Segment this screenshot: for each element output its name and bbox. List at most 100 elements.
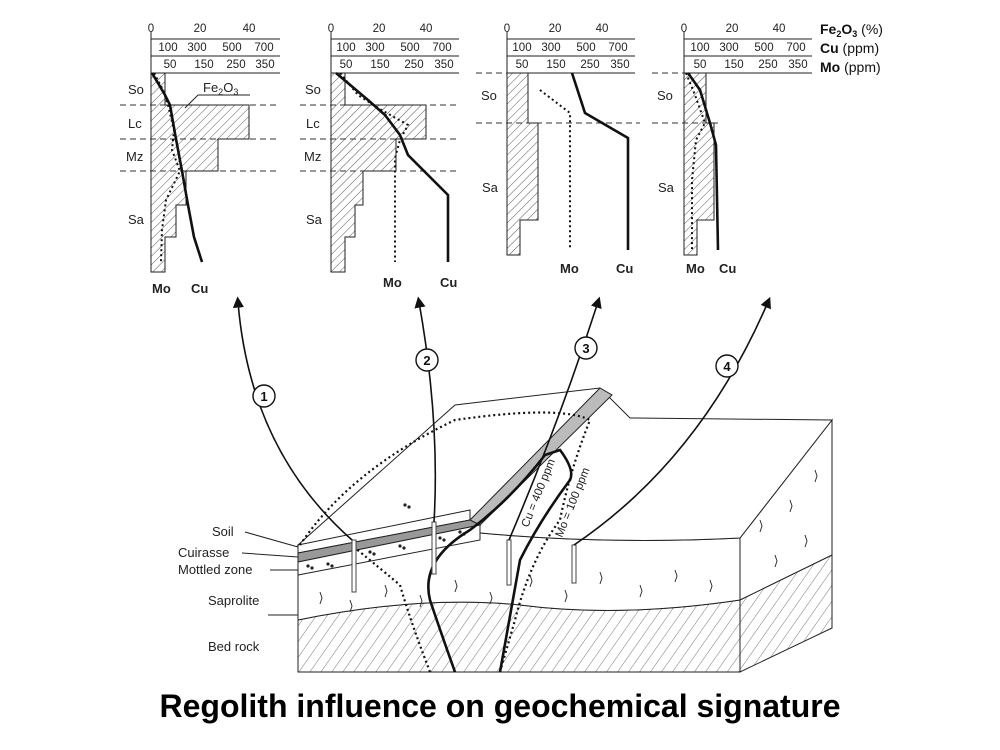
- mo-line: [153, 72, 182, 263]
- cu-line: [335, 72, 450, 262]
- fe-bars: [506, 72, 539, 256]
- fe-bars: [150, 72, 250, 273]
- svg-text:1: 1: [260, 389, 267, 404]
- fe-tick: 0: [328, 23, 334, 35]
- mo-tick: 350: [255, 59, 274, 71]
- cu-line: [686, 72, 720, 251]
- horizon-label: Sa: [482, 180, 499, 195]
- horizon-label: So: [305, 82, 321, 97]
- cu-tick: 700: [786, 42, 805, 54]
- cuirasse-label: Cuirasse: [178, 545, 229, 560]
- mo-tick: 250: [580, 59, 599, 71]
- mottled-label: Mottled zone: [178, 562, 252, 577]
- cu-tick: 100: [512, 42, 531, 54]
- horizon-label: Mz: [304, 149, 321, 164]
- cu-label: Cu: [191, 281, 208, 296]
- fe-tick: 0: [148, 23, 154, 35]
- cu-tick: 300: [719, 42, 738, 54]
- mo-contour: [299, 411, 592, 673]
- svg-text:4: 4: [723, 359, 731, 374]
- fe-tick: 20: [194, 23, 207, 35]
- cu-line: [570, 72, 630, 250]
- bedrock-layer: [297, 599, 741, 673]
- profile-arrows: 1 2 3 4: [232, 296, 771, 546]
- cu-label: Cu: [616, 261, 633, 276]
- cu-label: Cu: [719, 261, 736, 276]
- mo-label: Mo: [383, 275, 402, 290]
- mo-tick: 50: [516, 59, 529, 71]
- mo-unit-label: Mo (ppm): [820, 59, 881, 75]
- mo-tick: 350: [788, 59, 807, 71]
- soil-label: Soil: [212, 524, 234, 539]
- mo-tick: 150: [546, 59, 565, 71]
- mo-label: Mo: [152, 281, 171, 296]
- mo-tick: 250: [404, 59, 423, 71]
- profile-marker-2: 2: [415, 348, 439, 372]
- mo-label: Mo: [560, 261, 579, 276]
- profile-1-axes: 0 20 40 100 300 500 700 50 150 250 350: [148, 23, 280, 272]
- fe-tick: 20: [373, 23, 386, 35]
- arrow-2: [414, 296, 437, 523]
- cu-label: Cu: [440, 275, 457, 290]
- arrow-4: [573, 296, 771, 546]
- cu-tick: 100: [158, 42, 177, 54]
- diagram-caption: Regolith influence on geochemical signat…: [159, 688, 841, 724]
- label-leaders: [241, 531, 299, 616]
- cu-tick: 500: [754, 42, 773, 54]
- horizon-label: Sa: [306, 212, 323, 227]
- profile-marker-4: 4: [715, 354, 739, 378]
- cu-unit-label: Cu (ppm): [820, 40, 879, 56]
- profile-3: 0 20 40 100 300 500 700 50 150 250 350 S…: [476, 23, 640, 276]
- fe-tick: 40: [773, 23, 786, 35]
- cu-tick: 100: [336, 42, 355, 54]
- profile-1: 0 20 40 100 300 500 700 50 150 250 350 S…: [120, 23, 280, 296]
- mo-line: [339, 72, 410, 262]
- cu-tick: 700: [608, 42, 627, 54]
- horizon-label: Sa: [128, 212, 145, 227]
- horizon-label: So: [481, 88, 497, 103]
- arrow-1: [232, 296, 353, 541]
- svg-text:2: 2: [423, 353, 430, 368]
- mo-tick: 150: [724, 59, 743, 71]
- mo-tick: 350: [434, 59, 453, 71]
- fe-tick: 20: [726, 23, 739, 35]
- cu-tick: 700: [432, 42, 451, 54]
- horizon-label: Mz: [126, 149, 143, 164]
- fe-unit-label: Fe2O3 (%): [820, 21, 883, 39]
- mo-label: Mo: [686, 261, 705, 276]
- cu-tick: 500: [400, 42, 419, 54]
- mo-tick: 250: [758, 59, 777, 71]
- fe-tick: 40: [420, 23, 433, 35]
- profile-2: 0 20 40 100 300 500 700 50 150 250 350 S…: [300, 23, 460, 290]
- mo-line: [539, 89, 571, 250]
- cu-contour: [427, 448, 573, 673]
- horizon-label: Lc: [306, 116, 320, 131]
- mo-tick: 50: [340, 59, 353, 71]
- horizon-label: So: [657, 88, 673, 103]
- fe2o3-annotation: Fe2O3: [184, 80, 250, 109]
- profile-3-axes: 0 20 40 100 300 500 700 50 150 250 350: [504, 23, 635, 255]
- block-diagram: Cu = 400 ppm Mo = 100 ppm Soil Cuirasse …: [178, 387, 834, 673]
- unit-legend: Fe2O3 (%) Cu (ppm) Mo (ppm): [820, 21, 883, 75]
- cu-tick: 300: [187, 42, 206, 54]
- saprolite-texture: [319, 469, 818, 613]
- cu-tick: 500: [576, 42, 595, 54]
- profile-marker-3: 3: [574, 336, 598, 360]
- fe-tick: 40: [596, 23, 609, 35]
- arrow-3: [508, 296, 602, 541]
- fe-bars: [330, 72, 427, 273]
- mo-tick: 150: [370, 59, 389, 71]
- fe-tick: 40: [243, 23, 256, 35]
- profile-4: 0 20 40 100 300 500 700 50 150 250 350 S…: [652, 23, 812, 276]
- fe-tick: 0: [504, 23, 510, 35]
- fe-tick: 20: [549, 23, 562, 35]
- cu-tick: 300: [541, 42, 560, 54]
- cu-tick: 700: [254, 42, 273, 54]
- cu-tick: 100: [690, 42, 709, 54]
- cu-tick: 500: [222, 42, 241, 54]
- cu-tick: 300: [365, 42, 384, 54]
- horizon-label: Sa: [658, 180, 675, 195]
- horizon-label: So: [128, 82, 144, 97]
- svg-text:3: 3: [582, 341, 589, 356]
